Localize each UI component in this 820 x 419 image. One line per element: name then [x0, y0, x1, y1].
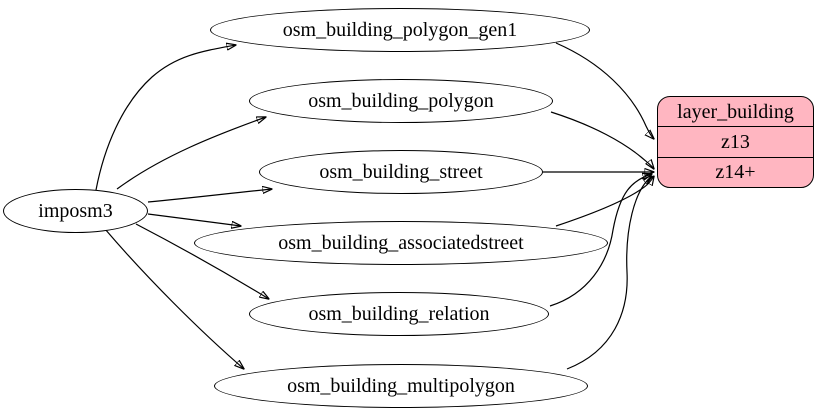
edge-osm-building-polygon-gen1-to-layer-building-z13	[555, 42, 654, 139]
edge-imposm3-to-osm-building-street	[147, 189, 272, 203]
node-osm-building-street: osm_building_street	[259, 150, 543, 194]
edge-imposm3-to-osm-building-multipolygon	[104, 228, 244, 369]
edge-osm-building-multipolygon-to-layer-building-z14	[566, 176, 652, 370]
edge-osm-building-polygon-to-layer-building-z14	[550, 111, 654, 169]
node-osm-building-multipolygon: osm_building_multipolygon	[214, 364, 588, 408]
record-row-z14: z14+	[658, 156, 813, 187]
edge-imposm3-to-osm-building-polygon-gen1	[95, 45, 236, 191]
record-row-z13: z13	[658, 126, 813, 156]
node-imposm3: imposm3	[3, 189, 148, 233]
edge-imposm3-to-osm-building-polygon	[116, 117, 266, 190]
node-osm-building-polygon: osm_building_polygon	[249, 79, 553, 123]
node-osm-building-associatedstreet: osm_building_associatedstreet	[194, 221, 608, 265]
record-title: layer_building	[677, 100, 794, 123]
node-layer-building: layer_building z13 z14+	[657, 96, 814, 188]
edge-osm-building-relation-to-layer-building-z14	[549, 174, 652, 307]
node-osm-building-relation: osm_building_relation	[249, 292, 549, 336]
edge-osm-building-associatedstreet-to-layer-building-z14	[555, 176, 654, 227]
node-osm-building-polygon-gen1: osm_building_polygon_gen1	[210, 8, 590, 52]
edge-imposm3-to-osm-building-associatedstreet	[147, 213, 241, 226]
edge-imposm3-to-osm-building-relation	[135, 223, 269, 299]
